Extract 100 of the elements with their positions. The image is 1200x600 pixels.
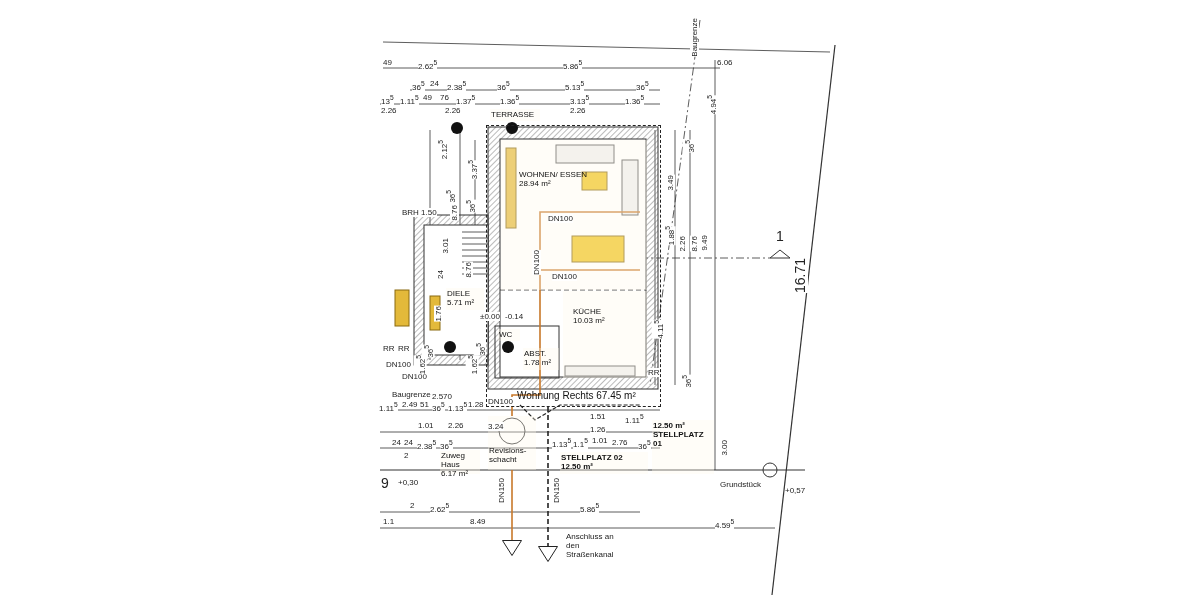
dimension-text: 2.26 [678, 236, 687, 252]
dimension-text: 24 [430, 79, 439, 88]
dimension-text: 2.62$^{5}$ [418, 58, 438, 71]
dimension-text: 49 [423, 93, 432, 102]
dimension-text: 2.26 [445, 106, 461, 115]
note-text: Anschluss an den Straßenkanal [566, 532, 615, 559]
plan-note: DN100 [386, 360, 411, 369]
room-area-value: 10.03 m² [573, 316, 605, 325]
dimension-text: ±0.00 [480, 312, 500, 321]
dimension-text: 13$^{5}$ [381, 93, 394, 106]
dimension-text: 9 [381, 475, 389, 491]
room-name: ABST. [524, 349, 548, 358]
terrace-area [490, 109, 540, 121]
room-name: WC [499, 330, 513, 339]
dimension-text: 3.00 [720, 440, 729, 456]
dimension-text: 1 [776, 228, 784, 244]
dimension-text: 8.76 [464, 262, 473, 278]
edge-label: DN150 [497, 478, 506, 503]
dimension-text: 36$^{5}$ [636, 79, 649, 92]
dimension-text: 8.76 [690, 236, 699, 252]
dimension-text: 76 [440, 93, 449, 102]
dimension-text: 1.1 [383, 517, 395, 526]
dimension-text: 2.38$^{5}$ [417, 438, 437, 451]
dimension-text: 3.24 [488, 422, 504, 431]
room-name: DIELE [447, 289, 472, 298]
dimension-text: 36$^{5}$ [412, 79, 425, 92]
dimension-text: 6.06 [717, 58, 733, 67]
room-area [523, 348, 559, 370]
plan-note: DN100 [552, 272, 577, 281]
dimension-text: 3.01 [441, 238, 450, 254]
parking-label: STELLPLATZ 01 [653, 430, 705, 448]
dimension-text: +0,57 [785, 486, 806, 495]
dimension-text: +0,30 [398, 478, 419, 487]
inspection-chamber [488, 416, 536, 470]
apartment-label: Wohnung Rechts 67.45 m² [517, 390, 636, 402]
dimension-text: 1.01 [418, 421, 434, 430]
dimension-text: 16.71 [792, 258, 808, 294]
area-value: 12.50 m² [561, 462, 595, 471]
dimension-text: 1.51 [590, 412, 606, 421]
plan-note: RR [398, 344, 410, 353]
plan-note: DN100 [488, 397, 513, 406]
dimension-text: 1.28 [468, 400, 484, 409]
sewer-outlet-icon [502, 540, 522, 556]
chamber-label: Revisions- schacht [489, 446, 528, 464]
dimension-text: 2.49 [402, 400, 418, 409]
dimension-text: 9.49 [700, 235, 709, 251]
plan-note: RR [383, 344, 395, 353]
room-name: KÜCHE [573, 307, 602, 316]
dimension-text: 3.13$^{5}$ [570, 93, 590, 106]
room-area [501, 140, 647, 290]
drain-pipe [511, 469, 513, 541]
parking-label: STELLPLATZ 02 [561, 453, 623, 462]
dimension-text: 24 [436, 270, 445, 279]
dimension-text: 2.62$^{5}$ [430, 501, 450, 514]
dimension-text: 5.86$^{5}$ [580, 501, 600, 514]
dimension-text: 3.49 [666, 175, 675, 191]
dimension-text: 1.01 [592, 436, 608, 445]
dimension-text: 24 [404, 438, 413, 447]
dimension-text: 2.26 [570, 106, 586, 115]
dimension-text: 1.11$^{5}$ [379, 400, 398, 413]
parking-space [560, 452, 648, 474]
dimension-text: 8.49 [470, 517, 486, 526]
dimension-text: 51 [420, 400, 429, 409]
dimension-text: 36$^{5}$ [497, 79, 510, 92]
dimension-text: 2.38$^{5}$ [447, 79, 467, 92]
dimension-text: 8.76 [450, 205, 459, 221]
room-area-value: 28.94 m² [519, 179, 552, 188]
dimension-text: 1.11$^{5}$ [625, 412, 644, 425]
dimension-text: 2.26 [448, 421, 464, 430]
plan-note: DN100 [548, 214, 573, 223]
dimension-text: 49 [383, 58, 392, 67]
room-name: TERRASSE [491, 110, 535, 119]
dimension-text: 1.36$^{5}$ [625, 93, 645, 106]
plan-note: Baugrenze [690, 18, 699, 57]
plan-note: BRH 1.50 [402, 208, 437, 217]
plan-note: Baugrenze [392, 390, 431, 399]
dimension-text: 2 [404, 451, 409, 460]
dimension-text: 24 [392, 438, 401, 447]
room-area-value: 1.78 m² [524, 358, 552, 367]
dimension-text: 1.13$^{5}$ [552, 436, 572, 449]
area-value: 12.50 m² [653, 421, 687, 430]
plan-note: Grundstück [720, 480, 761, 489]
dimension-text: 5.13$^{5}$ [565, 79, 585, 92]
dimension-text: 1.11$^{5}$ [400, 93, 419, 106]
parking-space [652, 420, 714, 474]
room-area-value: 5.71 m² [447, 298, 475, 307]
room-area [498, 329, 520, 341]
edge-label: DN150 [552, 478, 561, 503]
dimension-text: 1.76 [434, 306, 443, 322]
path-area [440, 450, 480, 474]
room-area [563, 291, 647, 378]
plan-note: DN100 [532, 250, 541, 275]
dimension-text: 4.59$^{5}$ [715, 517, 735, 530]
dimension-text: 2 [410, 501, 415, 510]
sewer-outlet-icon [538, 546, 558, 562]
area-value: 6.17 m² [441, 469, 470, 478]
dimension-text: 36$^{5}$ [432, 400, 445, 413]
area-name: Zuweg Haus [441, 451, 466, 469]
dimension-text: 5.86$^{5}$ [563, 58, 583, 71]
dimension-text: 2.26 [381, 106, 397, 115]
